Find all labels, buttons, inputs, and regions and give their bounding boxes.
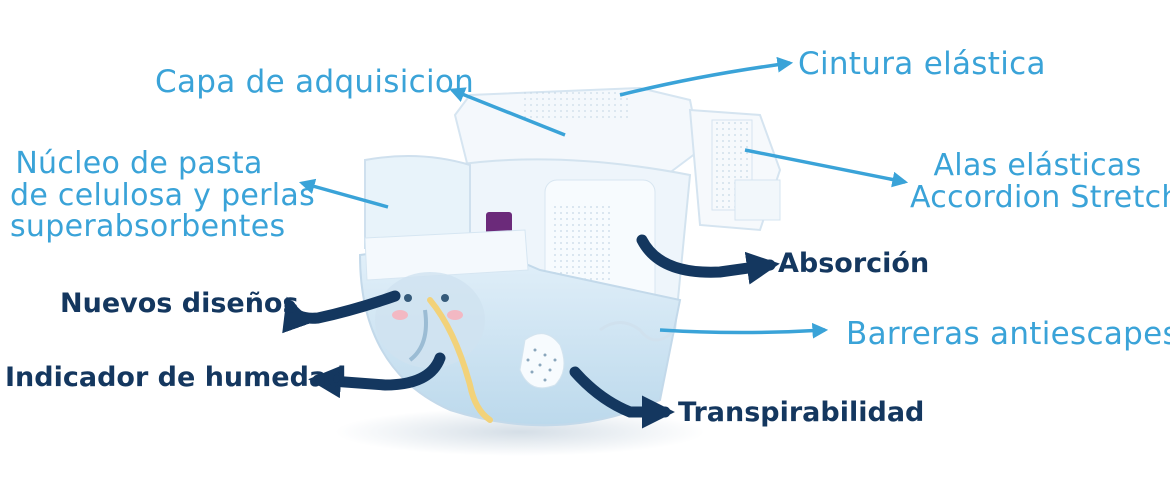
arrow-icon	[308, 352, 446, 399]
diaper-logo-badge	[486, 212, 512, 234]
label-nucleo-line-2: de celulosa y perlas	[10, 177, 316, 213]
label-indicador-humedad: Indicador de humedad	[5, 362, 347, 393]
diaper-front-tape	[364, 229, 529, 281]
arrow-icon	[569, 366, 675, 429]
label-capa-adquisicion: Capa de adquisicion	[155, 64, 475, 100]
label-nuevos-disenos: Nuevos diseños	[60, 288, 299, 319]
arrow-icon	[449, 87, 566, 137]
label-alas-line-2: Accordion Stretch	[910, 179, 1170, 215]
elephant-design	[375, 272, 485, 368]
arrow-icon	[659, 322, 829, 339]
label-alas-line-1: Alas elásticas	[933, 148, 1142, 183]
diaper-illustration	[335, 86, 782, 456]
label-absorcion: Absorción	[778, 248, 930, 279]
label-nucleo-line-3: superabsorbentes	[10, 209, 286, 244]
diaper-side-tab	[734, 179, 781, 221]
diaper-waist-band	[520, 92, 630, 120]
arrow-icon	[298, 178, 389, 209]
label-transpirabilidad: Transpirabilidad	[678, 397, 925, 428]
label-alas-elasticas: Alas elásticas Accordion Stretch	[910, 148, 1170, 215]
arrow-icon	[744, 148, 909, 188]
label-nucleo-line-1: Núcleo de pasta	[15, 146, 263, 181]
label-barreras-antiescapes: Barreras antiescapes	[846, 316, 1170, 352]
diaper-ground-shadow	[335, 408, 705, 456]
breathable-area	[519, 333, 565, 389]
arrow-icon	[282, 290, 401, 334]
wetness-indicator-strip	[427, 297, 493, 423]
arrow-icon	[636, 234, 780, 285]
label-nucleo: Núcleo de pasta de celulosa y perlas sup…	[10, 146, 316, 244]
label-cintura-elastica: Cintura elástica	[798, 46, 1046, 82]
leak-barrier-cuff	[599, 321, 677, 342]
arrow-icon	[619, 56, 794, 97]
breathable-dots	[526, 348, 557, 382]
